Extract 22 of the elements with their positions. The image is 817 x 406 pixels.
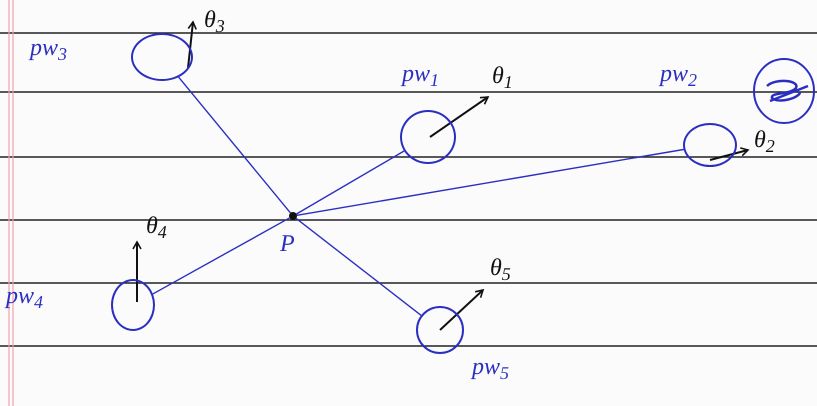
circle — [400, 110, 456, 164]
circle — [131, 33, 193, 81]
connector-line — [296, 148, 684, 216]
variable-label: θ$_{2}$ — [754, 128, 775, 152]
connector-line — [152, 217, 290, 295]
variable-label: pw$_{2}$ — [660, 62, 698, 86]
connector-line — [296, 150, 404, 215]
variable-label: pw$_{4}$ — [6, 284, 44, 308]
connector-line — [178, 76, 291, 214]
variable-label: θ$_{4}$ — [146, 214, 167, 238]
variable-label: θ$_{5}$ — [490, 256, 511, 280]
variable-label: pw$_{5}$ — [472, 355, 510, 379]
circle — [111, 279, 155, 331]
variable-label: pw$_{1}$ — [402, 62, 440, 86]
variable-label: θ$_{3}$ — [204, 8, 225, 32]
point-dot — [289, 212, 297, 220]
variable-label: P — [280, 232, 295, 256]
variable-label: pw$_{3}$ — [30, 36, 68, 60]
circle — [416, 306, 464, 354]
connector-line — [296, 218, 422, 316]
circle — [683, 123, 737, 167]
variable-label: θ$_{1}$ — [492, 64, 513, 88]
